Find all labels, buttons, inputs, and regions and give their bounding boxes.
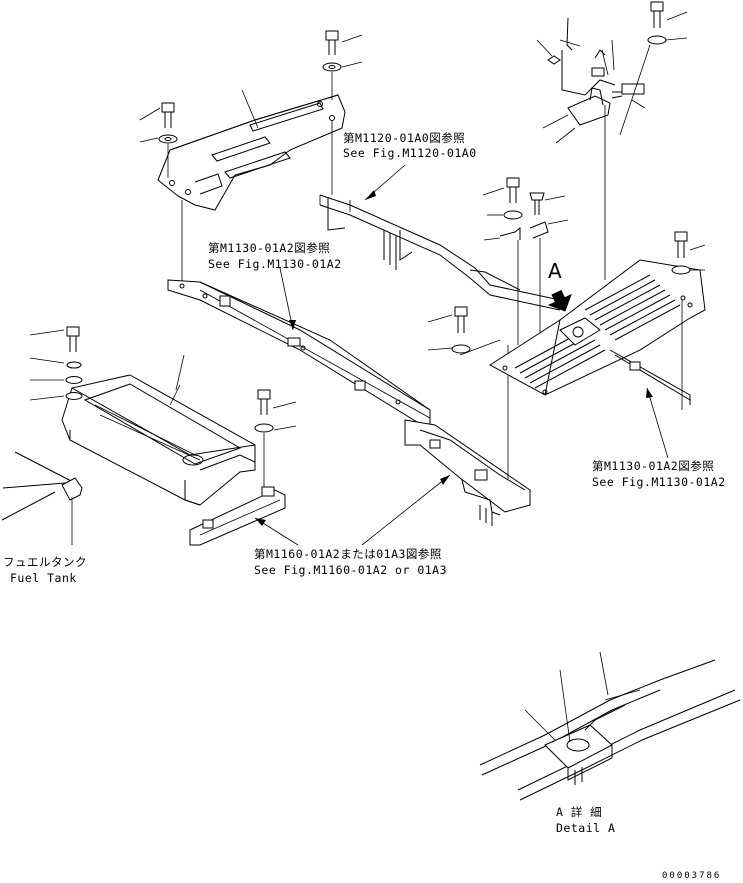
screw-clip-group <box>529 192 569 345</box>
lower-left-bracket <box>189 486 286 546</box>
ref-m1120-jp: 第M1120-01A0図参照 <box>343 131 465 145</box>
bolt-washer-group-8 <box>254 389 297 490</box>
top-right-latch-assembly <box>536 17 646 280</box>
detail-a-marker: A <box>548 259 562 283</box>
ref-m1130-left-en: See Fig.M1130-01A2 <box>208 257 342 271</box>
bolt-washer-group-1 <box>139 102 178 178</box>
grating-bars <box>514 274 681 389</box>
ref-m1130-right-jp: 第M1130-01A2図参照 <box>592 459 714 473</box>
fuel-tank-label-en: Fuel Tank <box>10 571 77 585</box>
fuel-tank-label-jp: フュエルタンク <box>3 555 87 569</box>
lower-short-beam <box>404 345 531 526</box>
bolt-washer-group-5 <box>671 231 706 275</box>
drawing-number: 00003786 <box>662 871 721 881</box>
detail-a-arrow <box>547 289 572 312</box>
fuel-tank-corner <box>1 451 83 545</box>
bolt-washer-group-2 <box>322 30 363 100</box>
detail-a-label-en: Detail A <box>556 821 615 835</box>
ref-m1130-right-en: See Fig.M1130-01A2 <box>592 475 726 489</box>
ref-m1130-left-jp: 第M1130-01A2図参照 <box>208 241 330 255</box>
bolt-washer-group-6 <box>427 306 501 356</box>
detail-a-view <box>479 651 741 801</box>
top-left-cover-plate <box>157 89 346 211</box>
upper-frame-beam <box>319 194 561 311</box>
bolt-washer-group-7 <box>29 326 83 401</box>
reference-arrows <box>254 164 669 546</box>
ref-m1120-en: See Fig.M1120-01A0 <box>343 146 477 160</box>
left-tray-cover <box>61 354 256 506</box>
bolt-washer-group-4 <box>619 1 688 136</box>
ref-m1160-jp: 第M1160-01A2または01A3図参照 <box>254 547 442 561</box>
ref-m1160-en: See Fig.M1160-01A2 or 01A3 <box>254 563 447 577</box>
detail-a-label-jp: A 詳 細 <box>556 805 602 819</box>
right-step-grating-plate <box>489 259 706 410</box>
left-long-frame-beam <box>167 279 431 431</box>
bolt-washer-group-3 <box>482 177 523 345</box>
